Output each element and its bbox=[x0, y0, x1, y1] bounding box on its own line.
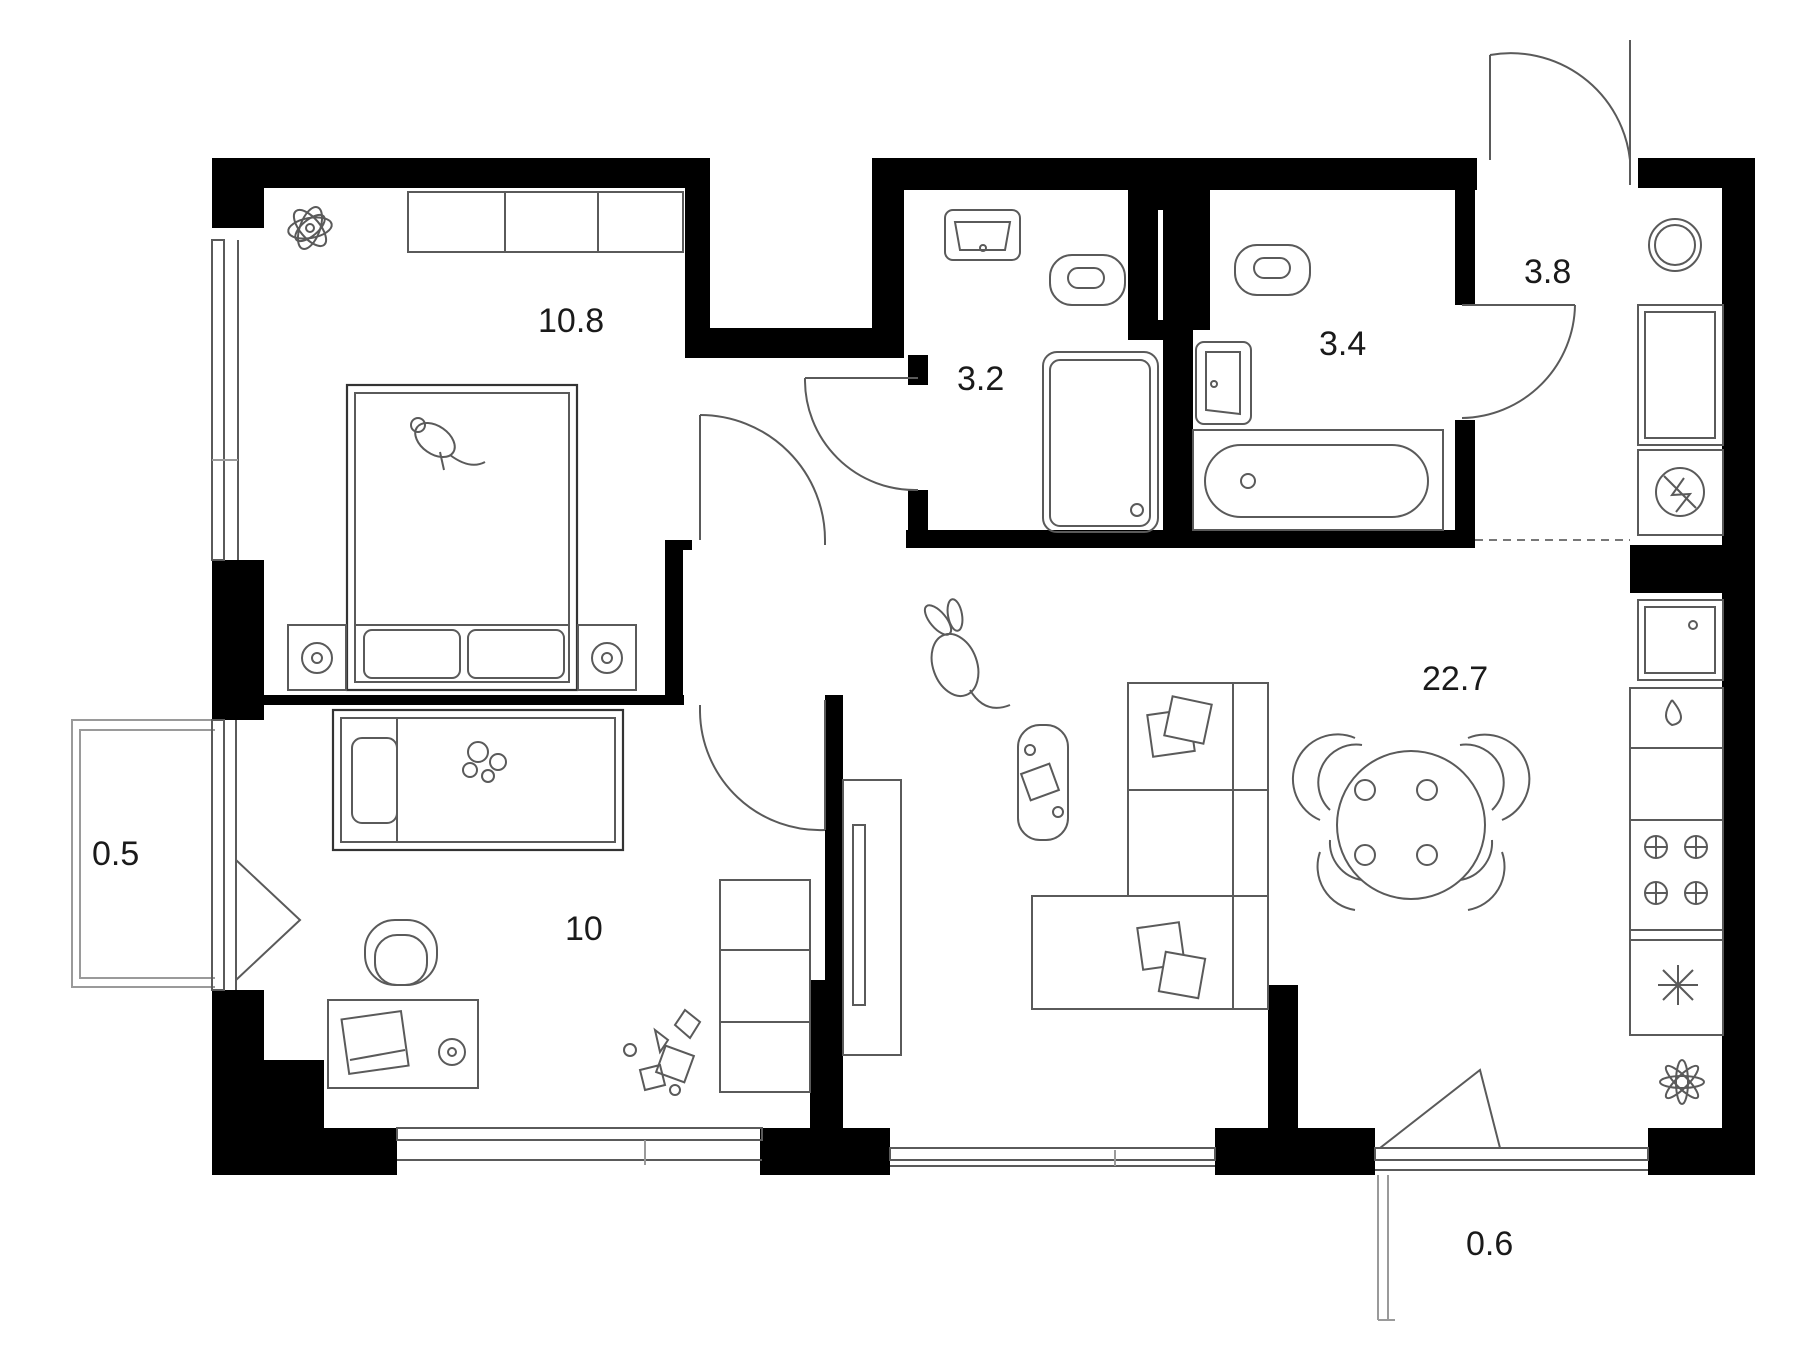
balcony-bottom-outline bbox=[1377, 1175, 1395, 1321]
kitchen-cabinet bbox=[1629, 747, 1724, 821]
room-area-label-balcony-left: 0.5 bbox=[92, 835, 139, 873]
nightstand-icon bbox=[287, 624, 347, 691]
sink-icon bbox=[1195, 341, 1252, 425]
kitchen-cabinet bbox=[1629, 929, 1724, 941]
room-area-label-hallway: 3.8 bbox=[1524, 253, 1571, 291]
room-area-label-bathroom-2: 3.4 bbox=[1319, 325, 1366, 363]
wardrobe-icon bbox=[407, 191, 684, 253]
coffee-table-icon bbox=[1017, 724, 1069, 841]
plant-icon bbox=[287, 206, 333, 250]
washing-machine-icon bbox=[1648, 218, 1702, 272]
bed-icon bbox=[345, 383, 579, 692]
windows bbox=[211, 239, 1649, 1171]
walls bbox=[212, 158, 1755, 1175]
plant-icon bbox=[1659, 1059, 1705, 1105]
mouse-figure-icon bbox=[410, 417, 486, 471]
dining-table-icon bbox=[1291, 733, 1531, 911]
nightstand-icon bbox=[577, 624, 637, 691]
toys-icon bbox=[462, 741, 507, 783]
sofa-icon bbox=[1031, 682, 1269, 1010]
wardrobe-icon bbox=[719, 879, 811, 1093]
chair-icon bbox=[364, 919, 438, 986]
toys-icon bbox=[623, 1008, 702, 1096]
desk-icon bbox=[327, 999, 479, 1089]
room-area-label-living-kitchen: 22.7 bbox=[1422, 660, 1488, 698]
fridge-icon bbox=[1629, 939, 1724, 1036]
room-area-label-balcony-bottom: 0.6 bbox=[1466, 1225, 1513, 1263]
balcony-left-outline bbox=[71, 719, 215, 988]
mouse-figure-icon bbox=[923, 598, 1011, 709]
room-area-label-kids-room: 10 bbox=[565, 910, 603, 948]
hall-cabinet bbox=[1637, 304, 1724, 536]
sink-icon bbox=[944, 209, 1021, 261]
shower-tray-icon bbox=[1042, 351, 1159, 533]
room-area-label-bedroom: 10.8 bbox=[538, 302, 604, 340]
tv-stand-icon bbox=[842, 779, 902, 1056]
doors bbox=[699, 40, 1631, 832]
stove-icon bbox=[1629, 819, 1724, 931]
room-area-label-bathroom-1: 3.2 bbox=[957, 360, 1004, 398]
kitchen-counter bbox=[1629, 599, 1724, 749]
toilet-icon bbox=[1234, 244, 1311, 296]
child-bed-icon bbox=[331, 708, 625, 852]
bathtub-icon bbox=[1192, 429, 1444, 531]
toilet-icon bbox=[1049, 254, 1126, 306]
